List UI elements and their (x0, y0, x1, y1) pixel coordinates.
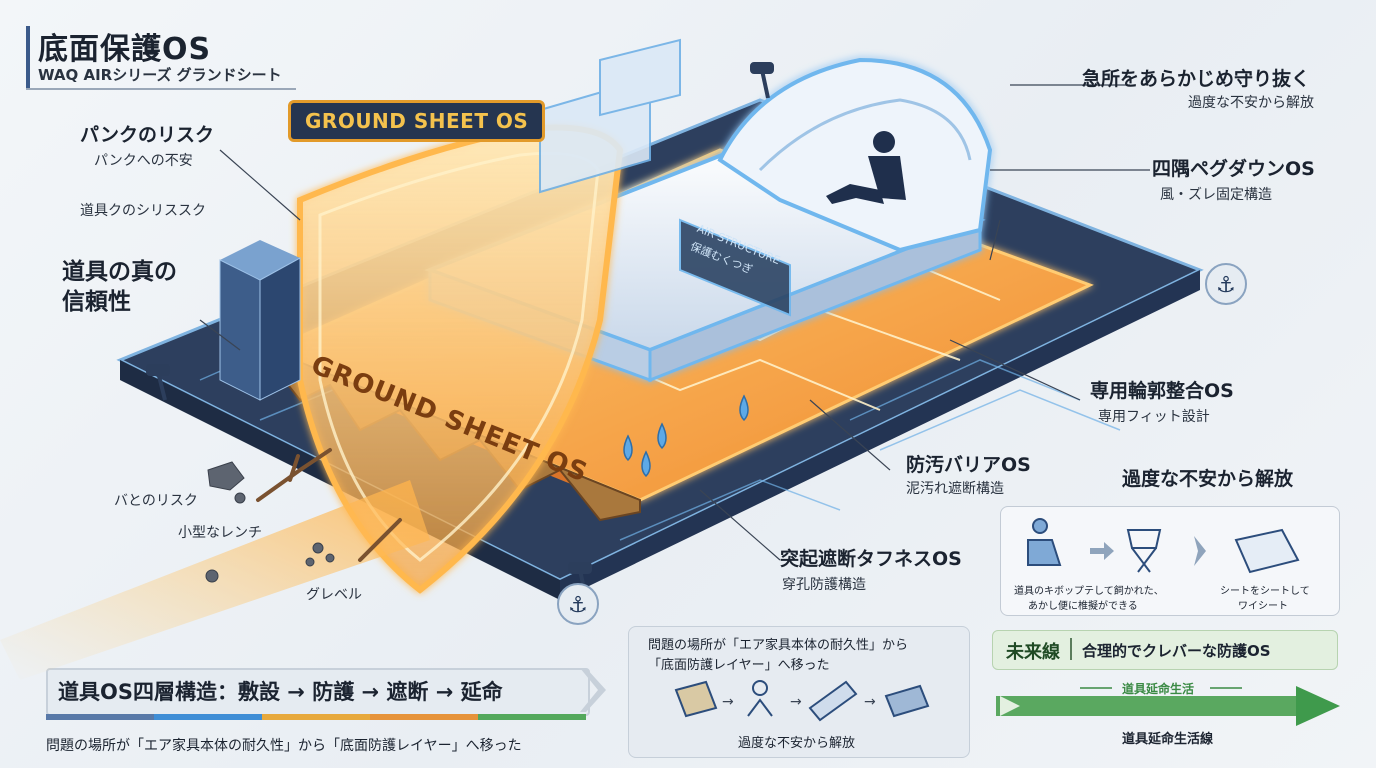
title-underline (26, 88, 296, 90)
page-title: 底面保護OS (38, 32, 212, 67)
layer-color-track (46, 714, 586, 720)
callout-fit-sub: 専用フィット設計 (1098, 409, 1210, 425)
callout-tough-main: 突起遮断タフネスOS (780, 548, 962, 570)
trust-label-line2: 信頼性 (62, 289, 131, 315)
middle-box-footer: 過度な不安から解放 (738, 736, 856, 751)
callout-dirt-sub: 泥汚れ遮断構造 (906, 481, 1004, 497)
puncture-risk-title: パンクのリスク (80, 124, 214, 146)
water-drops (623, 394, 749, 478)
callout-tough-sub: 穿孔防護構造 (782, 577, 866, 593)
future-separator (1070, 638, 1072, 660)
leader-lines (199, 84, 1150, 561)
middle-box-arrows: → → → (722, 694, 876, 710)
mattress-label-panel (679, 218, 791, 317)
callout-protect-main: 急所をあらかじめ守り抜く (1082, 68, 1311, 90)
layers-structure-text: 道具OS四層構造：敷設 → 防護 → 遮断 → 延命 (58, 680, 503, 704)
svg-text:⚓: ⚓ (1216, 273, 1236, 298)
right-panel-icons (1027, 518, 1300, 574)
layer-segment-3 (262, 714, 370, 720)
svg-text:⚓: ⚓ (568, 593, 588, 618)
future-label: 未来線 (1006, 642, 1060, 663)
svg-text:→: → (722, 694, 734, 710)
layer-segment-4 (370, 714, 478, 720)
trust-label-line1: 道具の真の (62, 259, 177, 285)
right-panel-title: 過度な不安から解放 (1122, 468, 1294, 490)
callout-protect-sub: 過度な不安から解放 (1188, 95, 1314, 111)
middle-box-line1: 問題の場所が「エア家具本体の耐久性」から (648, 638, 909, 653)
small-wrench-label: 小型なレンチ (178, 525, 262, 541)
anchor-markers: ⚓ ⚓ (557, 263, 1247, 625)
sticks (256, 448, 402, 562)
right-caption1-line2: あかし便に椎擬ができる (1028, 601, 1138, 612)
callout-peg-sub: 風・ズレ固定構造 (1160, 187, 1272, 203)
server-rack (219, 240, 301, 401)
person-figure (826, 131, 906, 204)
right-caption1-line1: 道具のキボップテして飼かれた、 (1014, 586, 1164, 597)
svg-text:→: → (864, 694, 876, 710)
right-panel-arrows (1090, 536, 1206, 566)
future-arrow-label: 道具延命生活 (1122, 682, 1195, 696)
layer-segment-2 (154, 714, 262, 720)
svg-text:→: → (790, 694, 802, 710)
layer-segment-5 (478, 714, 586, 720)
middle-box-line2: 「底面防護レイヤー」へ移った (648, 658, 830, 673)
bottom-risk-label: バとのリスク (114, 493, 198, 509)
future-bottom-note: 道具延命生活線 (1122, 732, 1214, 747)
puncture-risk-sub: パンクへの不安 (94, 153, 193, 169)
ground-sheet-badge: GROUND SHEET OS (288, 100, 546, 142)
right-caption2-line1: シートをシートして (1220, 586, 1310, 597)
layer-chevrons (580, 668, 606, 712)
callout-fit-main: 専用輪郭整合OS (1090, 380, 1234, 402)
hologram-screens (539, 38, 681, 194)
gravel-label: グレベル (306, 587, 362, 603)
callout-peg-main: 四隅ペグダウンOS (1152, 158, 1315, 180)
bottom-left-note: 問題の場所が「エア家具本体の耐久性」から「底面防護レイヤー」へ移った (46, 738, 522, 754)
title-accent-bar (26, 26, 30, 88)
page-subtitle: WAQ AIRシリーズ グランドシート (38, 66, 282, 84)
ground-platform-edge-right (560, 270, 1200, 600)
right-caption2-line2: ワイシート (1238, 601, 1288, 612)
callout-dirt-main: 防汚バリアOS (906, 454, 1031, 476)
debris (205, 461, 335, 583)
future-arrow (996, 686, 1340, 726)
layer-segment-1 (46, 714, 154, 720)
middle-box-icons (674, 680, 930, 722)
future-text: 合理的でクレバーな防護OS (1082, 642, 1271, 660)
gear-risk-label: 道具クのシリススク (80, 203, 206, 219)
